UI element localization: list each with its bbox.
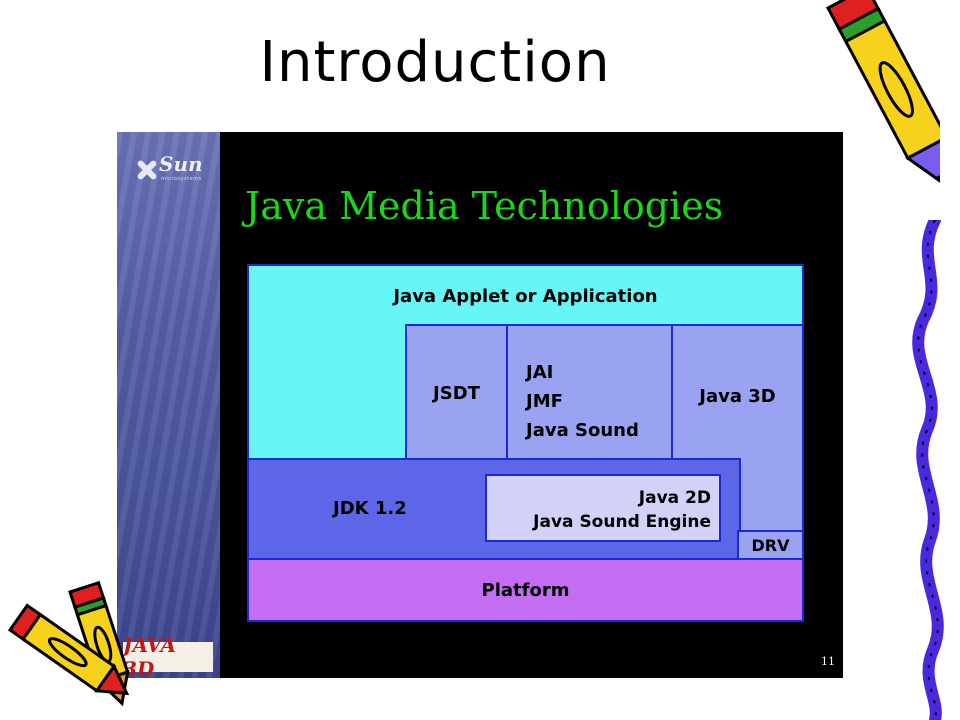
- core-engine-box: Java 2D Java Sound Engine: [485, 474, 721, 542]
- jmf-label: JMF: [526, 391, 563, 412]
- slide-sidebar: Sun microsystems JAVA 3D: [117, 132, 220, 678]
- app-layer-label: Java Applet or Application: [393, 286, 658, 307]
- sun-logo-subtext: microsystems: [161, 176, 202, 182]
- drv-box: DRV: [737, 530, 804, 560]
- slide-page-number: 11: [821, 655, 835, 668]
- java2d-label: Java 2D: [638, 488, 711, 508]
- app-layer: Java Applet or Application: [247, 264, 804, 326]
- java-sound-label: Java Sound: [526, 420, 639, 441]
- slide-title: Introduction: [259, 30, 611, 95]
- sun-logo-text: Sun: [159, 152, 203, 176]
- drv-label: DRV: [751, 535, 790, 555]
- jai-label: JAI: [526, 362, 554, 383]
- app-layer-extension: [247, 324, 407, 462]
- sun-logo-icon: [137, 160, 157, 180]
- platform-box: Platform: [247, 558, 804, 622]
- jsdt-box: JSDT: [405, 324, 508, 462]
- slide-heading: Java Media Technologies: [245, 184, 724, 228]
- embedded-slide-image: Sun microsystems JAVA 3D Java Media Tech…: [117, 132, 843, 678]
- pencil-icon: [825, 0, 940, 190]
- media-apis-box: JAI JMF Java Sound: [506, 324, 673, 462]
- jsdt-label: JSDT: [433, 382, 480, 404]
- platform-label: Platform: [481, 579, 570, 601]
- decorative-squiggle-icon: [912, 220, 944, 720]
- pencils-cluster-icon: [7, 580, 130, 707]
- java3d-label: Java 3D: [699, 385, 776, 407]
- sound-engine-label: Java Sound Engine: [533, 512, 711, 532]
- java3d-logo: JAVA 3D: [123, 633, 213, 678]
- jdk-label: JDK 1.2: [333, 498, 407, 519]
